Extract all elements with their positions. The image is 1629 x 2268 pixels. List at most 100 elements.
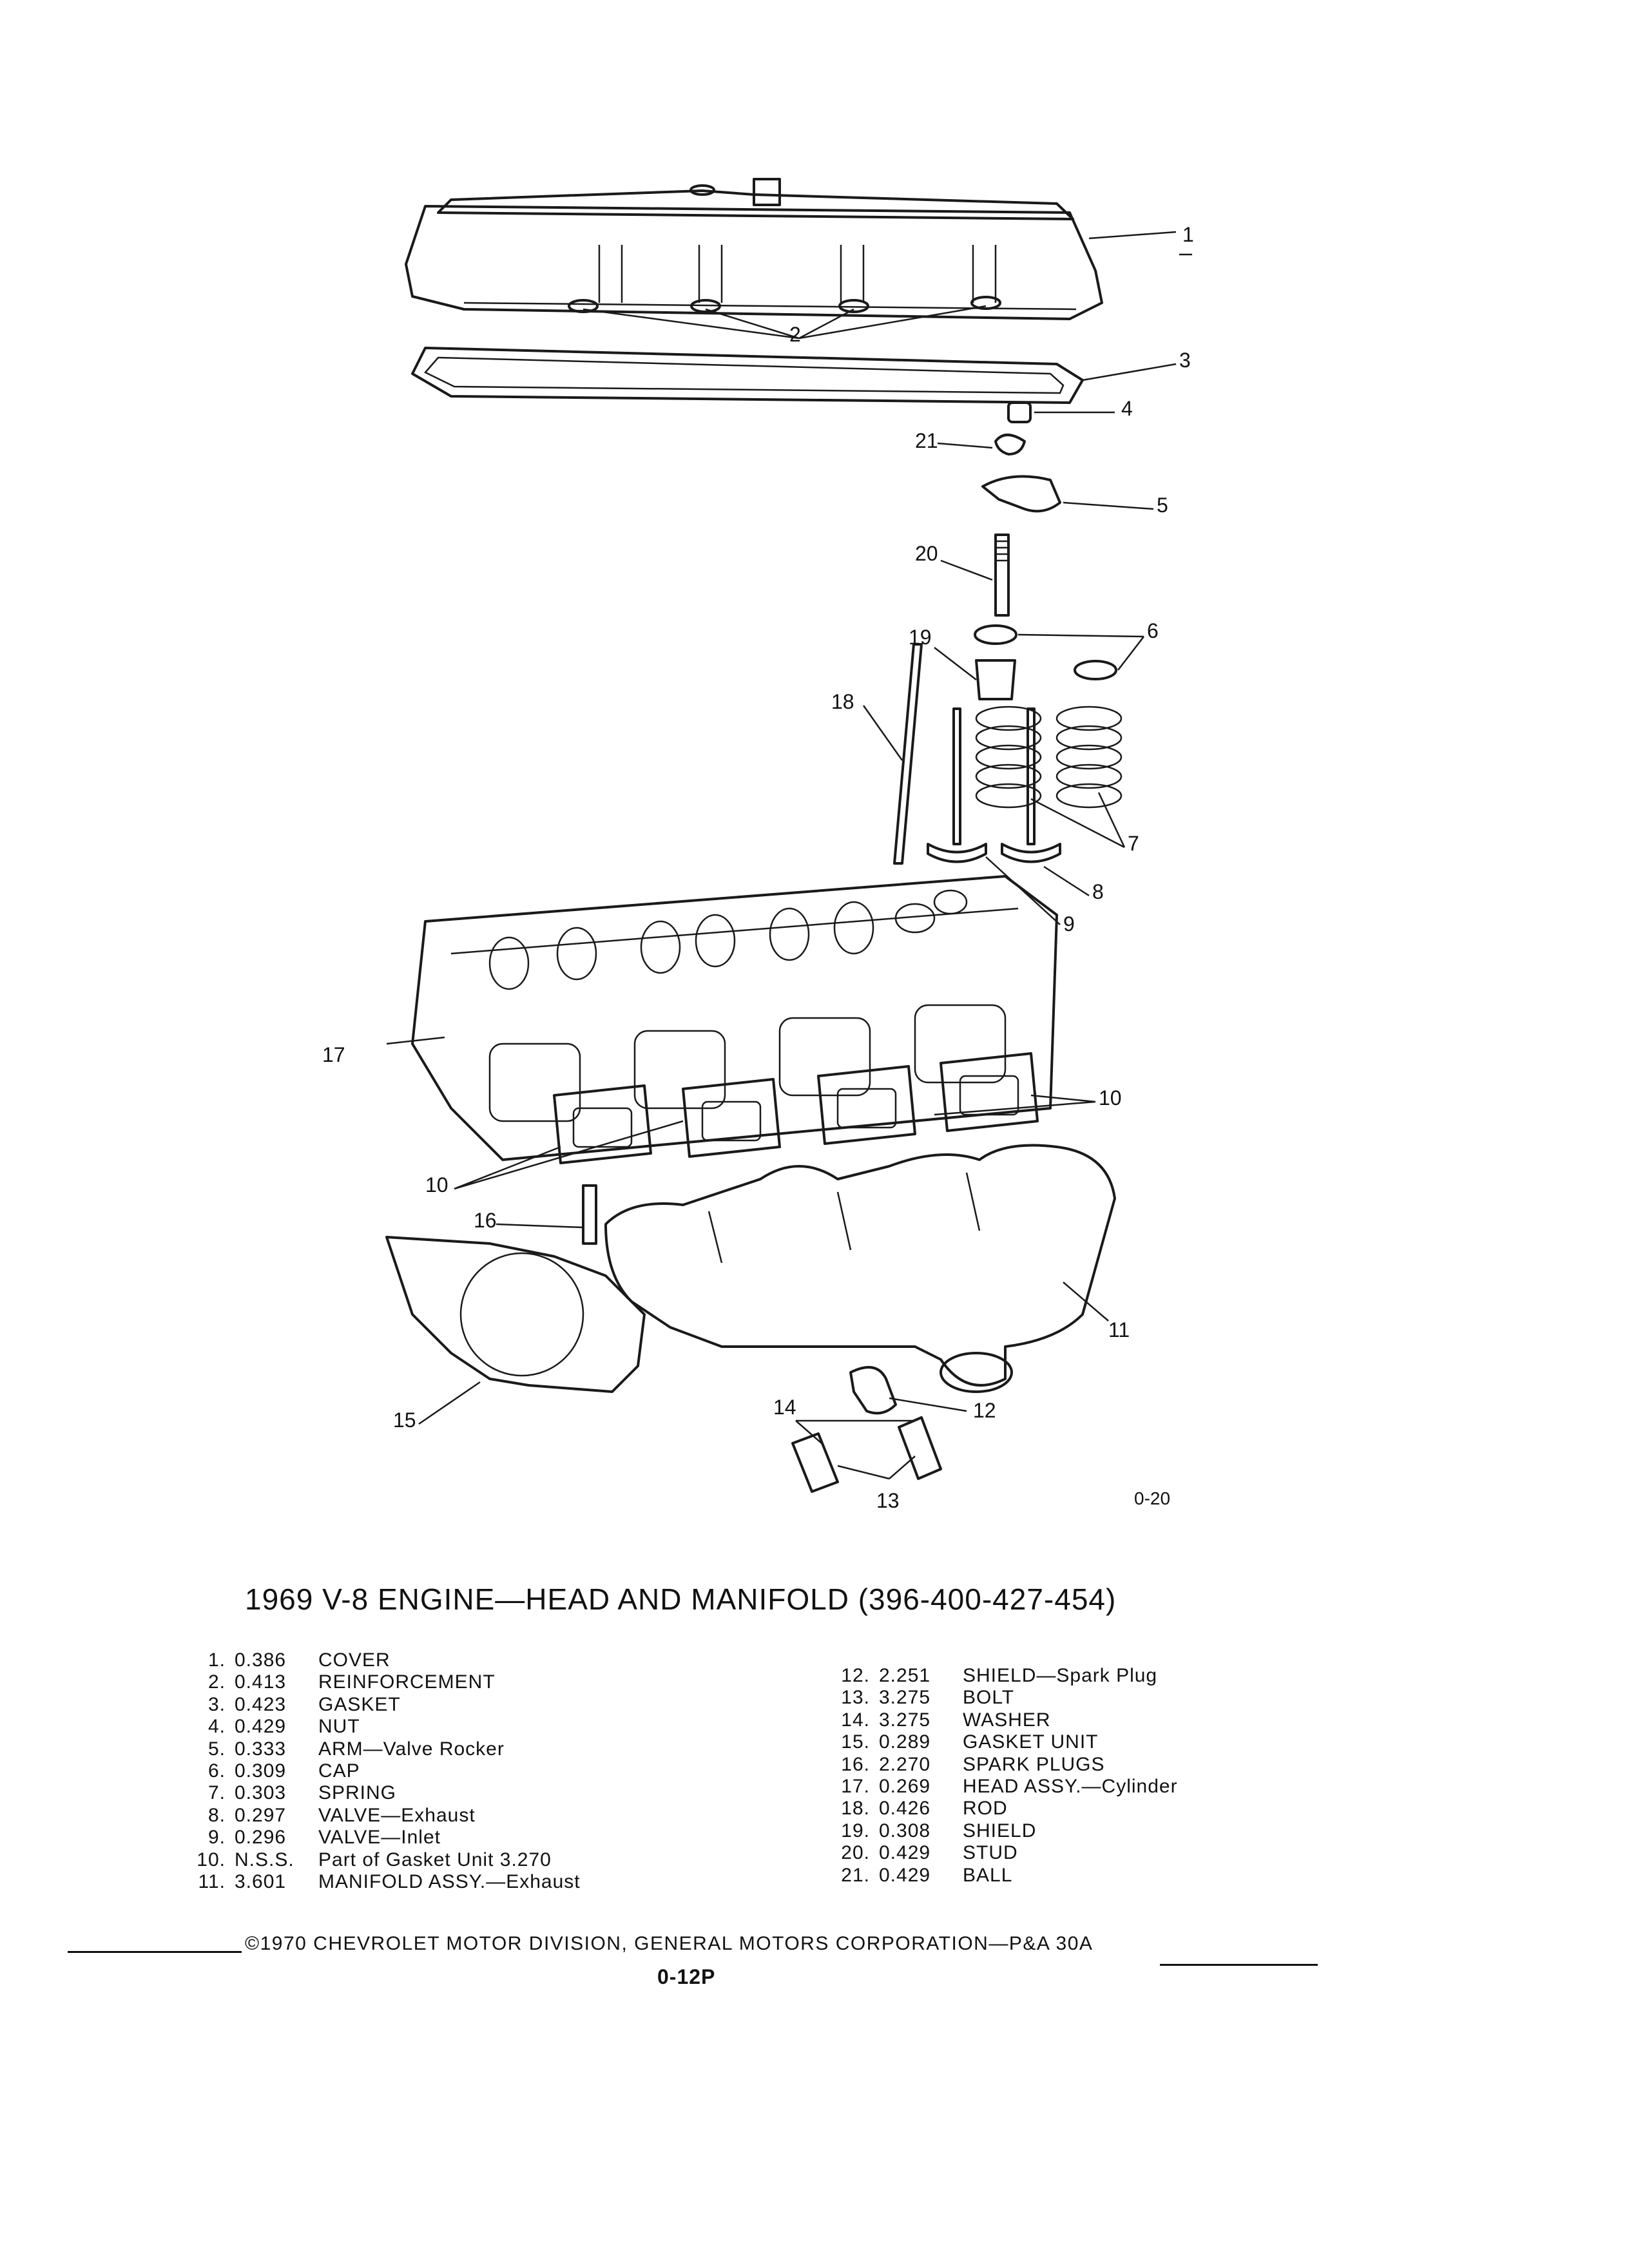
callout-14: 14 [773,1396,796,1419]
rocker-parts-drawing [981,401,1061,617]
part-description: CAP [318,1760,360,1782]
part-code: 0.303 [235,1782,287,1804]
part-number: 7. [207,1782,226,1804]
figure-code: 0-20 [1134,1488,1170,1508]
callout-5: 5 [1157,494,1168,517]
callout-9: 9 [1063,912,1075,936]
part-code: 0.429 [879,1842,931,1864]
callout-13: 13 [876,1489,900,1512]
part-number: 2. [207,1671,226,1693]
part-description: STUD [963,1842,1018,1864]
part-number: 10. [197,1849,226,1870]
part-code: 0.429 [879,1864,931,1886]
parts-list-row: 17. 0.269 HEAD ASSY.—Cylinder [831,1776,1178,1798]
callout-10-right: 10 [1099,1086,1122,1110]
part-code: 0.297 [235,1804,287,1826]
springs-and-valves-drawing [927,706,1123,863]
part-code: 2.251 [879,1665,931,1686]
parts-list-row: 12. 2.251 SHIELD—Spark Plug [831,1665,1178,1687]
part-description: HEAD ASSY.—Cylinder [963,1776,1178,1798]
part-description: SPARK PLUGS [963,1753,1105,1775]
part-number: 8. [207,1804,226,1826]
part-number: 20. [841,1842,870,1864]
callout-16: 16 [474,1209,497,1232]
parts-list-row: 15. 0.289 GASKET UNIT [831,1731,1178,1753]
parts-list-row: 13. 3.275 BOLT [831,1687,1178,1709]
bolts-drawing [791,1416,942,1493]
callout-21: 21 [915,429,938,452]
callout-6: 6 [1147,619,1159,642]
part-number: 1. [207,1649,226,1671]
part-number: 17. [841,1776,870,1798]
part-description: NUT [318,1716,360,1738]
valve-cover-drawing [405,178,1103,320]
part-code: 3.275 [879,1709,931,1731]
part-code: 3.601 [235,1871,287,1893]
part-code: 0.289 [879,1731,931,1753]
part-description: ARM—Valve Rocker [318,1738,505,1760]
part-number: 14. [841,1709,870,1731]
footer-rule-right [1160,1964,1318,1966]
parts-list-row: 2. 0.413 REINFORCEMENT [187,1671,581,1693]
part-description: Part of Gasket Unit 3.270 [318,1849,552,1870]
callout-labels: 1 2 3 4 5 6 7 8 9 10 10 11 12 13 14 15 1… [322,223,1194,1512]
part-number: 9. [207,1827,226,1849]
part-description: BALL [963,1864,1013,1886]
part-code: 0.269 [879,1776,931,1798]
copyright-line: ©1970 CHEVROLET MOTOR DIVISION, GENERAL … [245,1933,1094,1954]
part-code: 0.413 [235,1671,287,1693]
part-code: 0.423 [235,1693,287,1715]
callout-12: 12 [973,1399,996,1422]
page-number: 0-12P [657,1965,716,1988]
part-code: 3.275 [879,1687,931,1709]
valve-cap-drawing [974,624,1117,700]
push-rod-drawing [893,643,923,865]
callout-7: 7 [1128,832,1139,855]
part-description: BOLT [963,1687,1015,1709]
part-description: SHIELD—Spark Plug [963,1665,1158,1686]
part-number: 4. [207,1716,226,1738]
parts-list-row: 6. 0.309 CAP [187,1760,581,1782]
callout-8: 8 [1092,880,1104,903]
part-description: GASKET UNIT [963,1731,1099,1753]
part-number: 16. [841,1753,870,1775]
callout-3: 3 [1179,349,1191,372]
part-description: REINFORCEMENT [318,1671,496,1693]
part-description: ROD [963,1798,1008,1820]
footer-rule-left [68,1951,242,1953]
manifold-gaskets-drawing [553,1052,1039,1164]
part-number: 15. [841,1731,870,1753]
part-description: SHIELD [963,1820,1037,1841]
spark-plug-drawing [582,1184,597,1245]
callout-10-left: 10 [425,1173,448,1196]
callout-17: 17 [322,1043,345,1066]
parts-list-row: 10.N.S.S.Part of Gasket Unit 3.270 [187,1849,581,1871]
part-code: 0.426 [879,1798,931,1820]
part-code: 0.309 [235,1760,287,1782]
part-number: 12. [841,1665,870,1686]
part-number: 6. [207,1760,226,1782]
callout-2: 2 [789,323,801,346]
parts-list-row: 14. 3.275 WASHER [831,1709,1178,1731]
part-description: WASHER [963,1709,1051,1731]
parts-list-row: 20. 0.429 STUD [831,1842,1178,1864]
part-description: SPRING [318,1782,397,1804]
part-code: 0.296 [235,1827,287,1849]
parts-list-row: 7. 0.303 SPRING [187,1782,581,1804]
exhaust-manifold-drawing [604,1144,1116,1393]
callout-1: 1 [1182,223,1194,246]
part-code: 0.333 [235,1738,287,1760]
callout-20: 20 [915,542,938,565]
shield-drawing [849,1366,897,1415]
part-number: 13. [841,1687,870,1709]
part-code: 0.386 [235,1649,287,1671]
